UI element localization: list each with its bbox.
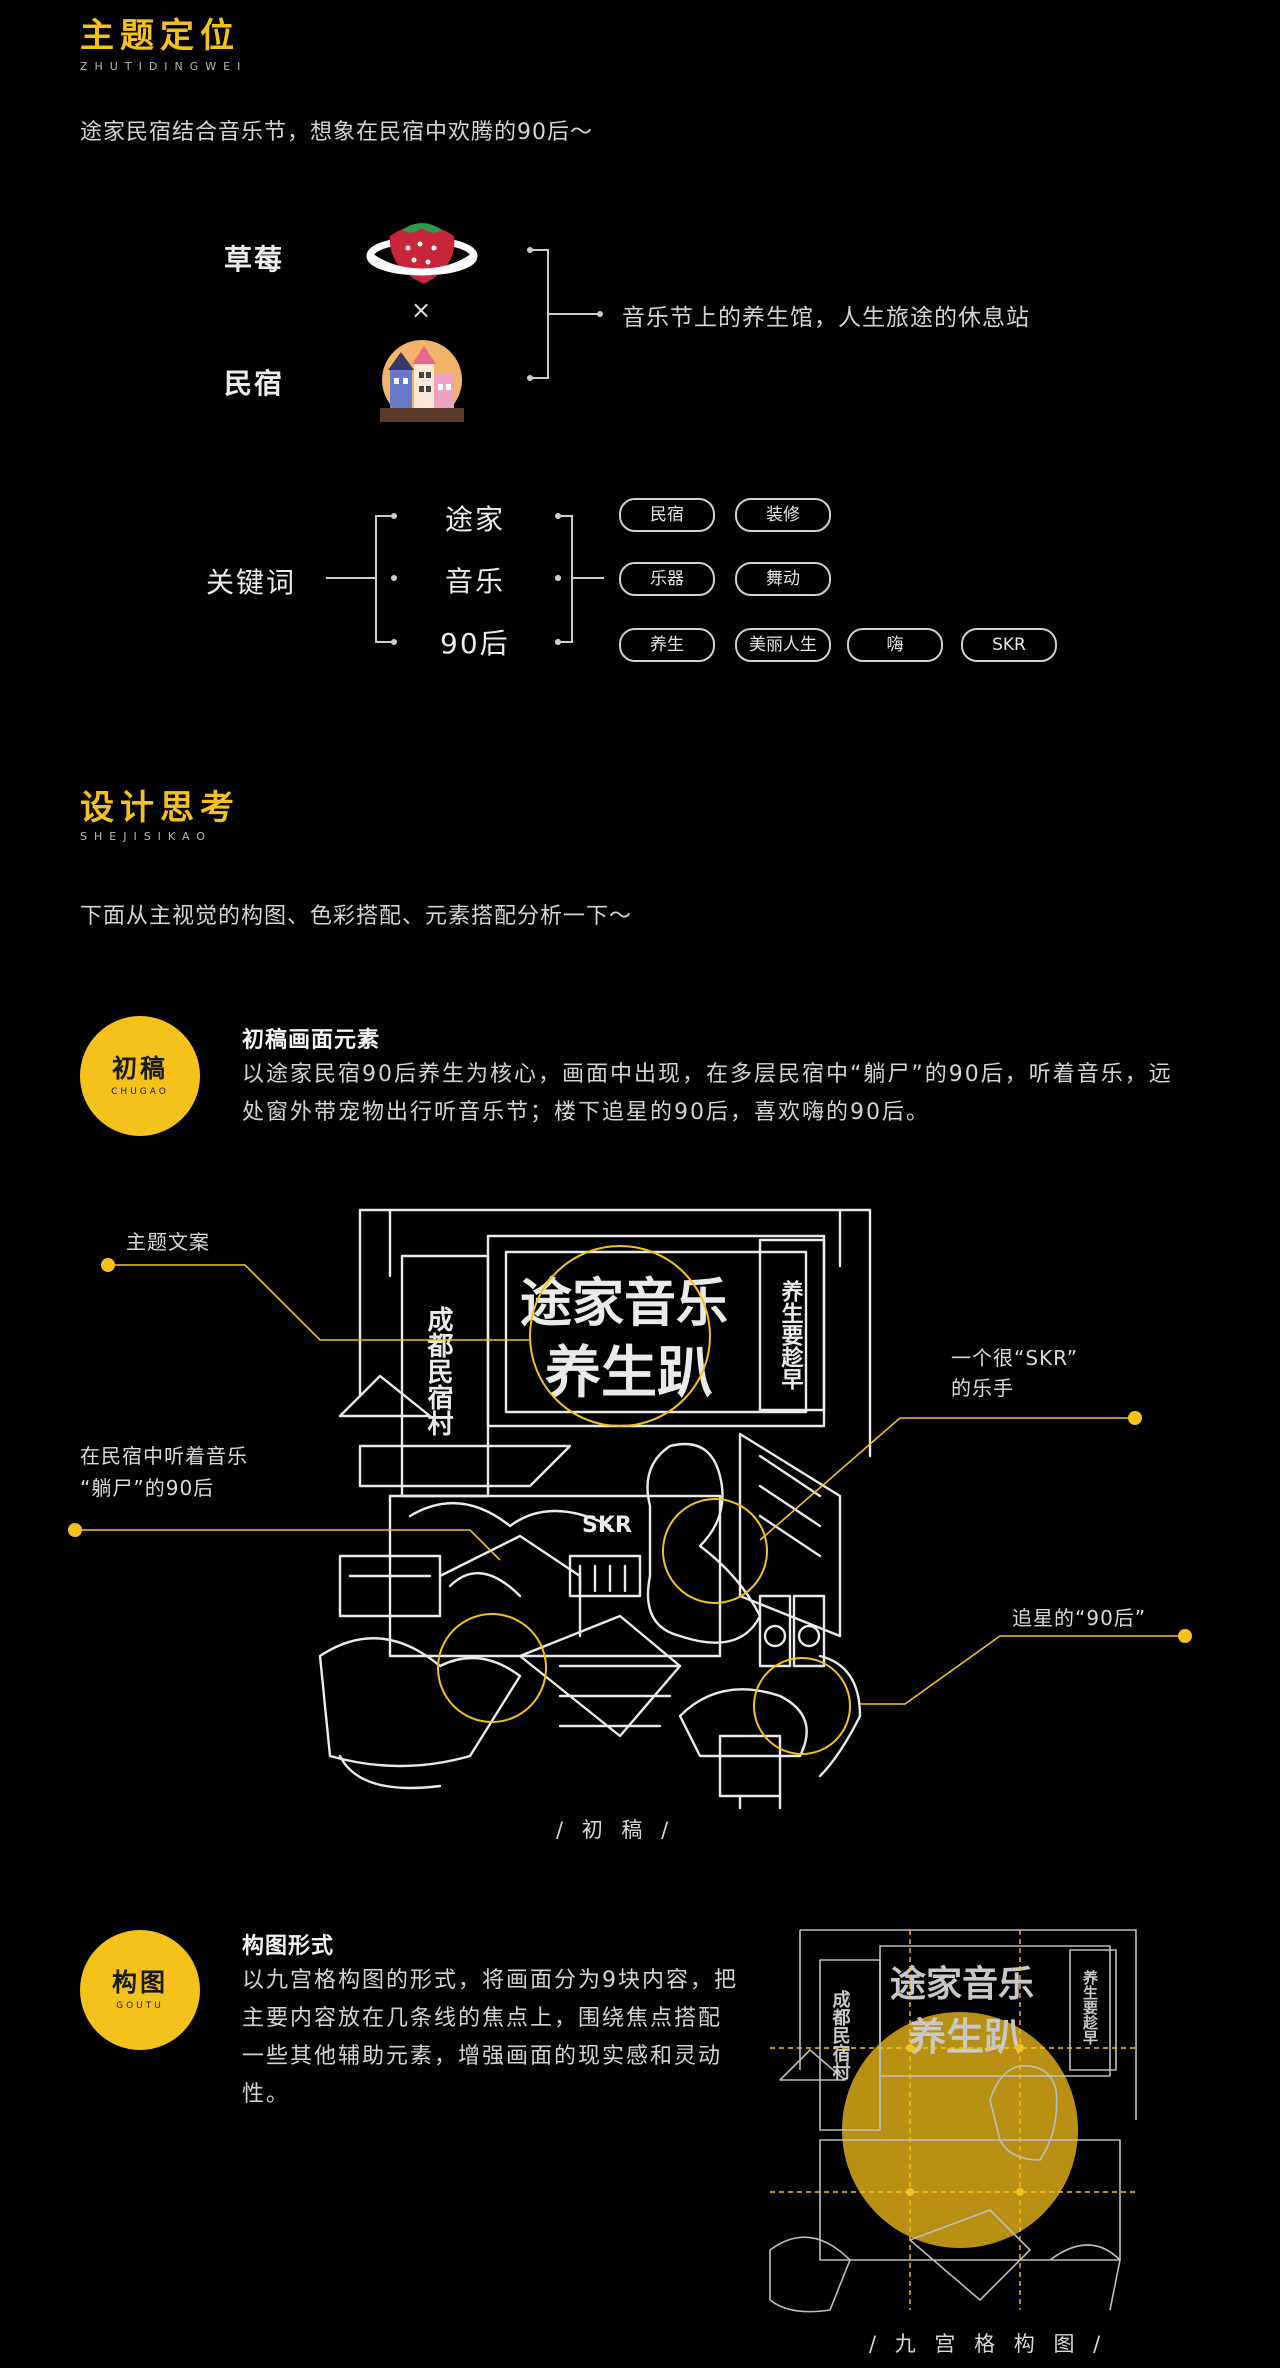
cross-sign: × xyxy=(411,296,432,324)
grid-illu-title-bottom: 养生趴 xyxy=(908,2015,1022,2059)
tag-hi: 嗨 xyxy=(847,628,943,662)
focus-circle-lying xyxy=(437,1613,547,1723)
grid-illu-vertical-right: 养生要趁早 xyxy=(1081,1969,1099,2046)
focus-circle-fan xyxy=(753,1657,851,1755)
badge-draft: 初稿 CHUGAO xyxy=(80,1016,200,1136)
combo-word-homestay: 民宿 xyxy=(224,367,285,400)
anno-skr-line2: 的乐手 xyxy=(951,1376,1014,1400)
focus-circle-title xyxy=(529,1245,711,1427)
section-subtitle-positioning: ZHUTIDINGWEI xyxy=(80,60,248,73)
badge-composition: 构图 GOUTU xyxy=(80,1930,200,2050)
tag-decoration: 装修 xyxy=(735,498,831,532)
tag-health: 养生 xyxy=(619,628,715,662)
thinking-intro: 下面从主视觉的构图、色彩搭配、元素搭配分析一下～ xyxy=(80,904,633,929)
illu-vertical-right: 养生要趁早 xyxy=(778,1279,805,1390)
tag-beautiful-life: 美丽人生 xyxy=(735,628,831,662)
section-subtitle-thinking: SHEJISIKAO xyxy=(80,830,212,843)
draft-illustration: 成都民宿村 途家音乐 养生趴 养生要趁早 SKR xyxy=(318,1208,872,1810)
anno-theme-copy: 主题文案 xyxy=(126,1230,210,1254)
keyword-90s: 90后 xyxy=(440,627,510,660)
grid-illu-title-top: 途家音乐 xyxy=(890,1963,1034,2005)
combo-word-strawberry: 草莓 xyxy=(224,243,285,276)
draft-title: 初稿画面元素 xyxy=(242,1028,381,1053)
composition-caption: / 九 宫 格 构 图 / xyxy=(869,2332,1107,2356)
tag-skr: SKR xyxy=(961,628,1057,662)
anno-fan: 追星的“90后” xyxy=(1012,1606,1147,1630)
illu-title-bottom: 养生趴 xyxy=(545,1341,713,1406)
anno-lying-line2: “躺尸”的90后 xyxy=(80,1476,215,1500)
grid-illu-vertical-left: 成都民宿村 xyxy=(830,1989,852,2080)
badge-composition-label: 构图 xyxy=(111,1968,168,1997)
tags-bracket xyxy=(555,513,604,645)
strawberry-logo-icon xyxy=(366,223,478,284)
tag-homestay: 民宿 xyxy=(619,498,715,532)
anno-lying-line1: 在民宿中听着音乐 xyxy=(80,1444,248,1468)
illu-vertical-left: 成都民宿村 xyxy=(423,1306,454,1436)
keyword-tujia: 途家 xyxy=(445,503,506,536)
section-title-positioning: 主题定位 xyxy=(80,16,240,56)
tag-instrument: 乐器 xyxy=(619,562,715,596)
keyword-music: 音乐 xyxy=(445,565,506,598)
badge-draft-sub: CHUGAO xyxy=(111,1087,169,1097)
anno-skr-line1: 一个很“SKR” xyxy=(951,1346,1079,1370)
composition-title: 构图形式 xyxy=(242,1934,335,1959)
badge-draft-label: 初稿 xyxy=(111,1054,168,1083)
combo-slogan: 音乐节上的养生馆，人生旅途的休息站 xyxy=(622,305,1030,331)
tag-dance: 舞动 xyxy=(735,562,831,596)
positioning-intro: 途家民宿结合音乐节，想象在民宿中欢腾的90后～ xyxy=(80,120,593,145)
homestay-logo-icon xyxy=(380,340,464,422)
keywords-label: 关键词 xyxy=(206,566,297,599)
annotation-lines xyxy=(68,1258,1192,1705)
focus-circle-skr xyxy=(662,1498,768,1604)
section-title-thinking: 设计思考 xyxy=(80,788,240,828)
grid-illustration: 成都民宿村 途家音乐 养生趴 养生要趁早 xyxy=(769,1929,1137,2313)
composition-body: 以九宫格构图的形式，将画面分为9块内容，把主要内容放在几条线的焦点上，围绕焦点搭… xyxy=(242,1968,738,2107)
draft-body: 以途家民宿90后养生为核心，画面中出现，在多层民宿中“躺尸”的90后，听着音乐，… xyxy=(242,1062,1173,1125)
illu-skr: SKR xyxy=(582,1513,632,1538)
badge-composition-sub: GOUTU xyxy=(116,2001,164,2011)
combo-bracket xyxy=(527,247,603,381)
draft-caption: / 初 稿 / xyxy=(556,1818,675,1842)
